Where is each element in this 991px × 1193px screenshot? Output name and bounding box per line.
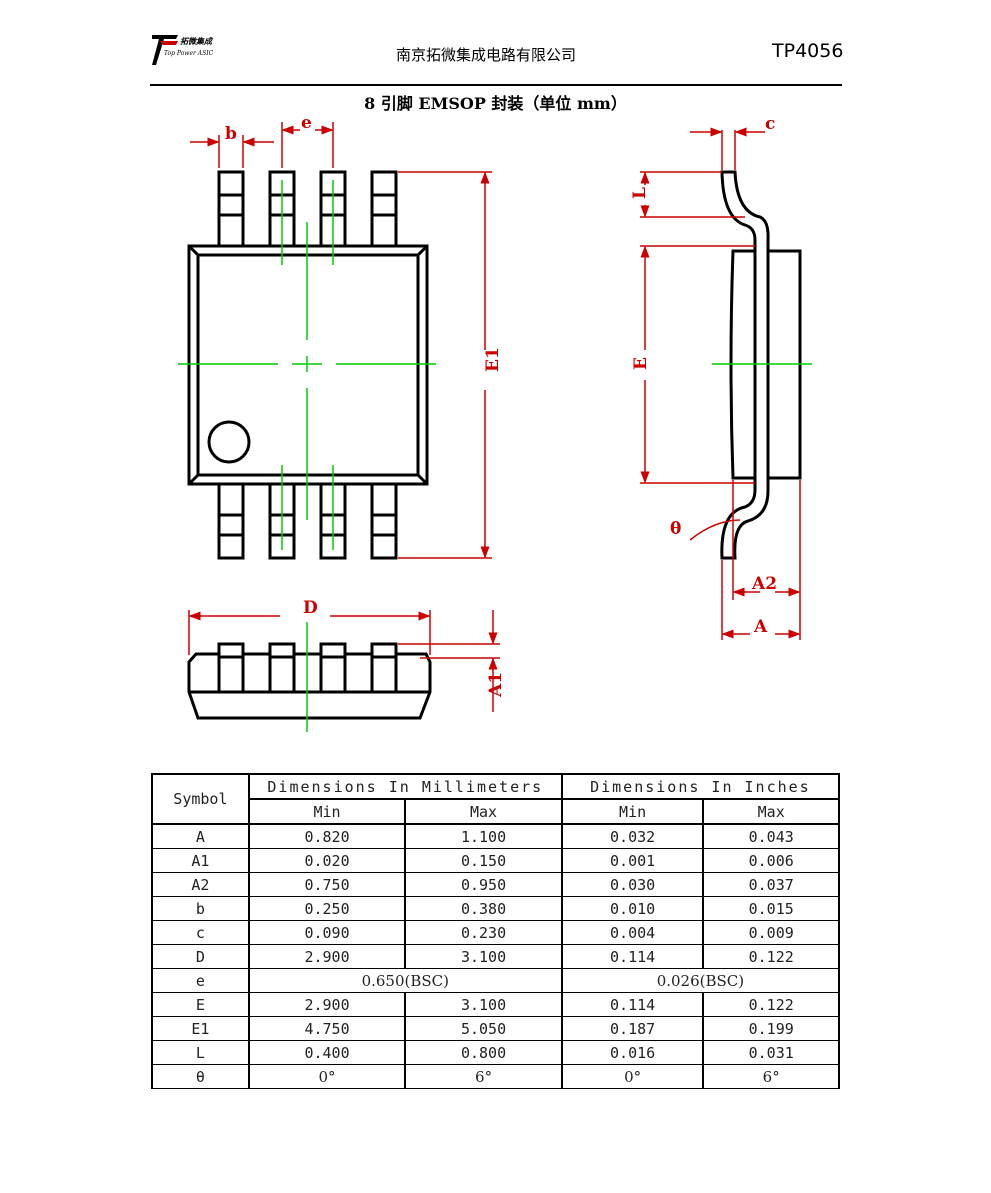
symbol-cell: E1	[151, 1016, 250, 1041]
part-number: TP4056	[772, 40, 844, 62]
symbol-cell: b	[151, 896, 250, 921]
mm-max-cell: 1.100	[404, 823, 563, 849]
inch-min-cell: 0°	[560, 1064, 705, 1089]
mm-min-cell: 2.900	[247, 944, 407, 969]
inch-min-cell: 0.187	[560, 1016, 705, 1041]
mm-min-cell: 0.020	[247, 848, 407, 873]
mm-min-cell: 0.090	[247, 920, 407, 945]
label-A: A	[753, 617, 768, 637]
inch-min-header: Min	[560, 798, 705, 825]
mm-header: Dimensions In Millimeters	[247, 773, 563, 800]
page-header: 拓微集成 Top Power ASIC 南京拓微集成电路有限公司 TP4056	[0, 0, 991, 90]
mm-max-cell: 5.050	[404, 1016, 563, 1041]
mm-min-cell: 0°	[247, 1064, 407, 1089]
mm-max-cell: 0.150	[404, 848, 563, 873]
symbol-cell: A1	[151, 848, 250, 873]
symbol-header: Symbol	[151, 773, 250, 825]
label-E: E	[631, 357, 651, 370]
inch-max-cell: 0.122	[702, 992, 840, 1017]
inch-max-cell: 6°	[702, 1064, 840, 1089]
inch-min-cell: 0.114	[560, 992, 705, 1017]
mm-min-cell: 0.400	[247, 1040, 407, 1065]
mm-min-cell: 4.750	[247, 1016, 407, 1041]
mm-min-cell: 0.820	[247, 823, 407, 849]
inch-max-cell: 0.006	[702, 848, 840, 873]
label-c: c	[765, 114, 775, 134]
inch-header: Dimensions In Inches	[560, 773, 841, 800]
symbol-cell: c	[151, 920, 250, 945]
inch-min-cell: 0.030	[560, 872, 705, 897]
inch-max-cell: 0.122	[702, 944, 840, 969]
mm-min-cell: 0.250	[247, 896, 407, 921]
label-e: e	[301, 113, 312, 133]
top-view-dimensions	[190, 122, 492, 559]
header-rule	[150, 84, 842, 86]
mm-bsc-cell: 0.650(BSC)	[247, 968, 563, 993]
inch-max-cell: 0.199	[702, 1016, 840, 1041]
front-view	[187, 642, 432, 720]
mm-max-cell: 6°	[404, 1064, 563, 1089]
company-name: 南京拓微集成电路有限公司	[396, 46, 577, 64]
inch-max-header: Max	[702, 798, 840, 825]
symbol-cell: A	[151, 823, 250, 849]
symbol-cell: L	[151, 1040, 250, 1065]
label-b: b	[225, 124, 237, 144]
label-L: L	[630, 187, 650, 199]
inch-max-cell: 0.031	[702, 1040, 840, 1065]
label-A1: A1	[486, 672, 506, 698]
inch-min-cell: 0.032	[560, 823, 705, 849]
mm-max-cell: 0.230	[404, 920, 563, 945]
label-E1: E1	[483, 347, 503, 372]
symbol-cell: E	[151, 992, 250, 1017]
inch-min-cell: 0.004	[560, 920, 705, 945]
side-view-dimensions	[640, 127, 801, 640]
symbol-cell: A2	[151, 872, 250, 897]
inch-max-cell: 0.037	[702, 872, 840, 897]
front-view-dimensions	[188, 610, 500, 712]
mm-min-cell: 2.900	[247, 992, 407, 1017]
inch-min-cell: 0.114	[560, 944, 705, 969]
company-logo	[152, 35, 178, 65]
mm-min-header: Min	[247, 798, 407, 825]
label-D: D	[303, 598, 318, 618]
inch-max-cell: 0.015	[702, 896, 840, 921]
inch-bsc-cell: 0.026(BSC)	[560, 968, 841, 993]
inch-max-cell: 0.043	[702, 823, 840, 849]
package-drawing: b e E1 c L E θ A2 A	[178, 113, 812, 732]
mm-max-cell: 0.380	[404, 896, 563, 921]
pin1-marker	[207, 420, 251, 464]
mm-max-cell: 3.100	[404, 992, 563, 1017]
label-A2: A2	[751, 574, 777, 594]
mm-max-cell: 0.800	[404, 1040, 563, 1065]
mm-min-cell: 0.750	[247, 872, 407, 897]
mm-max-cell: 0.950	[404, 872, 563, 897]
inch-min-cell: 0.016	[560, 1040, 705, 1065]
top-view	[187, 170, 429, 560]
inch-min-cell: 0.010	[560, 896, 705, 921]
symbol-cell: e	[151, 968, 250, 993]
symbol-cell: θ	[151, 1064, 250, 1089]
mm-max-cell: 3.100	[404, 944, 563, 969]
mm-max-header: Max	[404, 798, 563, 825]
inch-max-cell: 0.009	[702, 920, 840, 945]
package-title: 8 引脚 EMSOP 封装（单位 mm）	[364, 94, 627, 113]
inch-min-cell: 0.001	[560, 848, 705, 873]
symbol-cell: D	[151, 944, 250, 969]
label-theta: θ	[670, 519, 681, 539]
logo-text-en: Top Power ASIC	[164, 50, 214, 57]
top-view-centerlines	[178, 180, 436, 550]
dimension-table: Symbol Dimensions In Millimeters Dimensi…	[151, 773, 841, 1089]
logo-text-cn: 拓微集成	[180, 36, 212, 46]
